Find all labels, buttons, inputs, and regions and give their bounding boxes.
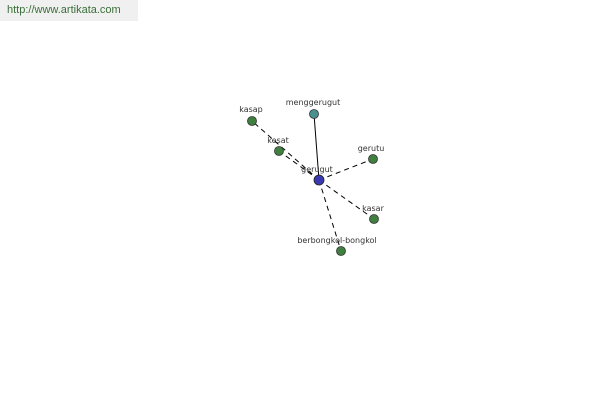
node-center-gerugut[interactable]: gerugut [301, 165, 333, 186]
edge-menggerugut [313, 113, 320, 181]
node-kasar[interactable]: kasar [362, 204, 385, 224]
node-menggerugut-dot [309, 109, 319, 119]
edge-berbongkol-bongkol [318, 179, 342, 252]
edge-gerutu [318, 158, 374, 181]
node-kesat[interactable]: kesat [267, 136, 289, 156]
node-kasap-label: kasap [239, 105, 263, 114]
node-berbongkol-bongkol-dot [336, 246, 346, 256]
edge-kasar [318, 179, 375, 220]
node-center-gerugut-label: gerugut [301, 165, 333, 174]
node-kesat-label: kesat [267, 136, 288, 145]
source-url-text[interactable]: http://www.artikata.com [7, 4, 121, 16]
node-gerutu-dot [368, 154, 378, 164]
node-kasar-dot [369, 214, 379, 224]
node-gerutu[interactable]: gerutu [358, 144, 385, 164]
node-menggerugut[interactable]: menggerugut [286, 98, 341, 119]
node-kasap[interactable]: kasap [239, 105, 263, 126]
node-kasar-label: kasar [362, 204, 384, 213]
node-kesat-dot [274, 146, 284, 156]
node-berbongkol-bongkol[interactable]: berbongkol-bongkol [297, 236, 377, 256]
node-kasap-dot [247, 116, 257, 126]
graph-edges [251, 113, 375, 252]
source-url-banner[interactable]: http://www.artikata.com [0, 0, 138, 21]
edge-kasap [251, 120, 320, 181]
node-gerutu-label: gerutu [358, 144, 385, 153]
node-menggerugut-label: menggerugut [286, 98, 341, 107]
node-berbongkol-bongkol-label: berbongkol-bongkol [297, 236, 376, 245]
graph-nodes: menggerugut kasap kesat gerutu kasar ber… [239, 98, 385, 256]
node-center-gerugut-dot [313, 174, 325, 186]
